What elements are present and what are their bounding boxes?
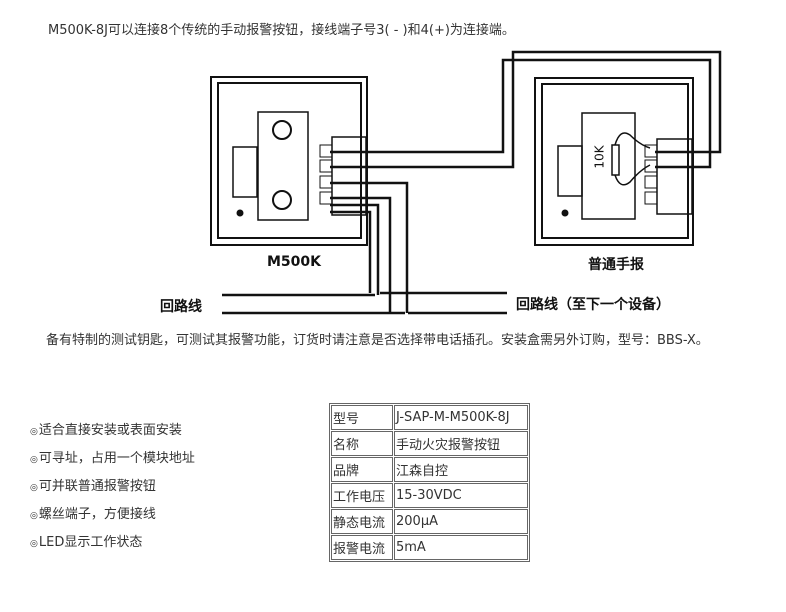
spec-value: 15-30VDC [394,483,528,508]
bullet-icon: ◎ [30,455,38,465]
m500k-module-drawing [210,76,368,246]
wires [222,50,722,315]
feature-text: 可寻址，占用一个模块地址 [38,451,195,466]
call-point-label: 普通手报 [588,257,644,273]
spec-value: 5mA [394,535,528,560]
feature-item: ◎可寻址，占用一个模块地址 [30,447,195,466]
feature-item: ◎适合直接安装或表面安装 [30,419,182,438]
spec-value: J-SAP-M-M500K-8J [394,405,528,430]
spec-key: 型号 [331,405,393,430]
spec-key: 工作电压 [331,483,393,508]
feature-item: ◎LED显示工作状态 [30,531,142,550]
spec-key: 报警电流 [331,535,393,560]
spec-value: 手动火灾报警按钮 [394,431,528,456]
bullet-icon: ◎ [30,539,38,549]
resistor-label: 10K [592,145,607,169]
spec-key: 名称 [331,431,393,456]
loop-line-left-label: 回路线 [160,299,202,315]
module-label: M500K [267,254,322,270]
spec-key: 静态电流 [331,509,393,534]
feature-text: 螺丝端子，方便接线 [38,507,156,522]
bullet-icon: ◎ [30,483,38,493]
spec-value: 江森自控 [394,457,528,482]
intro-text: M500K-8J可以连接8个传统的手动报警按钮，接线端子号3( - )和4(+)… [48,23,515,38]
table-row: 名称手动火灾报警按钮 [331,431,528,456]
table-row: 品牌江森自控 [331,457,528,482]
note-text: 备有特制的测试钥匙，可测试其报警功能，订货时请注意是否选择带电话插孔。安装盒需另… [46,333,709,348]
loop-line-right-label: 回路线（至下一个设备） [516,297,670,313]
feature-text: LED显示工作状态 [38,535,143,550]
spec-value: 200μA [394,509,528,534]
manual-call-point-drawing [534,77,694,246]
feature-item: ◎螺丝端子，方便接线 [30,503,156,522]
feature-item: ◎可并联普通报警按钮 [30,475,156,494]
feature-text: 适合直接安装或表面安装 [38,423,182,438]
spec-key: 品牌 [331,457,393,482]
bullet-icon: ◎ [30,427,38,437]
bullet-icon: ◎ [30,511,38,521]
feature-text: 可并联普通报警按钮 [38,479,156,494]
